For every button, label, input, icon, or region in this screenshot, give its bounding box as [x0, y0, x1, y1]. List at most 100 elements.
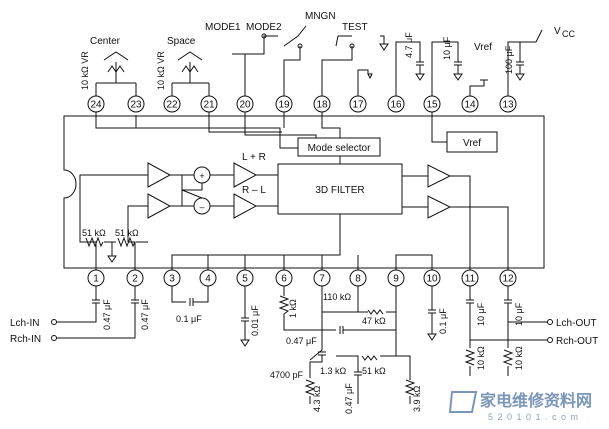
filter-bus — [171, 156, 433, 270]
top-pin-number: 17 — [352, 100, 364, 111]
cap16-label: 4.7 μF — [404, 32, 414, 58]
cap13-circuit — [507, 29, 543, 96]
top-pin-number: 16 — [390, 100, 402, 111]
control-wiring — [95, 112, 341, 149]
center-vr-circuit — [95, 51, 137, 96]
ic-body-outline — [63, 115, 545, 269]
vcc-sub: CC — [562, 29, 575, 39]
vref-block-label: Vref — [463, 138, 481, 149]
watermark-logo-icon — [448, 391, 478, 413]
mode-switches — [232, 25, 389, 96]
adder-sign: + — [199, 171, 204, 181]
vref-wiring — [431, 112, 447, 143]
lch-out-terminal — [547, 319, 553, 325]
lch-in-label: Lch-IN — [10, 318, 39, 329]
vcc-label: V — [554, 26, 561, 37]
c11-label: 10 μF — [476, 302, 486, 326]
bottom-pin-number: 8 — [355, 274, 361, 285]
bottom-pin-number: 6 — [281, 274, 287, 285]
matrix-wiring — [181, 175, 203, 206]
top-pin-number: 24 — [90, 100, 102, 111]
r51-left-label: 51 kΩ — [82, 228, 106, 238]
r13-label: 1.3 kΩ — [320, 366, 347, 376]
diff-label: R – L — [242, 185, 266, 196]
cap34-circuit — [171, 286, 209, 306]
output-network — [464, 286, 548, 376]
switch-node — [349, 43, 355, 49]
input-coupling-caps — [56, 286, 139, 339]
switch-node — [261, 33, 267, 39]
switch-node — [297, 43, 303, 49]
rch-out-label: Rch-OUT — [556, 336, 598, 347]
input-bias-resistors — [80, 236, 148, 250]
vr2-label: 10 kΩ VR — [156, 51, 166, 90]
sum-amp — [233, 162, 258, 188]
bottom-pin-number: 4 — [205, 274, 211, 285]
top-pin-number: 23 — [130, 100, 142, 111]
r11-label: 10 kΩ — [476, 346, 486, 370]
top-pin-number: 13 — [502, 100, 514, 111]
buffer-amp-right — [147, 193, 172, 219]
r51c-label: 51 kΩ — [362, 366, 386, 376]
filter-network — [278, 286, 397, 334]
bottom-pin-number: 7 — [319, 274, 325, 285]
bottom-pin-number: 3 — [169, 274, 175, 285]
cap13-label: 100 μF — [504, 45, 514, 74]
cap15-label: 10 μF — [442, 36, 452, 60]
bottom-pin-number: 12 — [502, 274, 514, 285]
mngn-label: MNGN — [305, 11, 336, 22]
output-amp-left — [427, 164, 452, 188]
lower-network-left — [304, 330, 326, 404]
rch-in-label: Rch-IN — [10, 334, 41, 345]
mode2-label: MODE2 — [246, 22, 282, 33]
sum-label: L + R — [242, 152, 266, 163]
cap15-circuit — [431, 41, 463, 96]
top-pin-number: 20 — [239, 100, 251, 111]
mode-selector-block — [297, 137, 381, 157]
c4700-label: 4700 pF — [270, 370, 304, 380]
top-pin-number: 19 — [278, 100, 290, 111]
center-label: Center — [90, 36, 121, 47]
3d-filter-label: 3D FILTER — [315, 185, 364, 196]
vref-out-label: Vref — [474, 42, 492, 53]
r47-label: 47 kΩ — [362, 316, 386, 326]
bias-ground — [107, 250, 117, 263]
space-vr-circuit — [171, 51, 210, 96]
lower-network-right — [336, 330, 416, 404]
r39-label: 3.9 kΩ — [412, 385, 422, 412]
bottom-pin-number: 10 — [426, 274, 438, 285]
watermark-url: 5 2 0 1 0 1 . c o m — [488, 412, 579, 422]
cap10-circuit — [427, 286, 437, 341]
buffer-amp-left — [147, 162, 172, 188]
diff-amp — [233, 193, 258, 219]
vr1-label: 10 kΩ VR — [80, 51, 90, 90]
r43-label: 4.3 kΩ — [312, 385, 322, 412]
test-label: TEST — [342, 22, 368, 33]
c5-label: 0.01 μF — [250, 305, 260, 336]
top-pin-number: 21 — [203, 100, 215, 111]
bottom-pin-number: 9 — [393, 274, 399, 285]
rch-in-terminal — [51, 335, 57, 341]
cin2-label: 0.47 μF — [140, 299, 150, 330]
r110-label: 110 kΩ — [323, 292, 351, 302]
lch-out-label: Lch-OUT — [556, 318, 597, 329]
cap5-circuit — [240, 286, 250, 347]
cin1-label: 0.47 μF — [102, 299, 112, 330]
r6-label: 1 kΩ — [288, 299, 298, 318]
top-pin-number: 22 — [166, 100, 178, 111]
mode1-label: MODE1 — [205, 22, 241, 33]
top-pin-number: 18 — [316, 100, 328, 111]
bottom-pin-number: 5 — [242, 274, 248, 285]
pin14-ground — [469, 79, 488, 96]
subtractor-sign: – — [199, 202, 204, 212]
bottom-pin-number: 1 — [93, 274, 99, 285]
top-pin-number: 14 — [464, 100, 476, 111]
space-label: Space — [167, 36, 196, 47]
watermark-text: 家电维修资料网 — [480, 391, 592, 410]
cap16-circuit — [395, 41, 425, 96]
lch-in-terminal — [51, 319, 57, 325]
